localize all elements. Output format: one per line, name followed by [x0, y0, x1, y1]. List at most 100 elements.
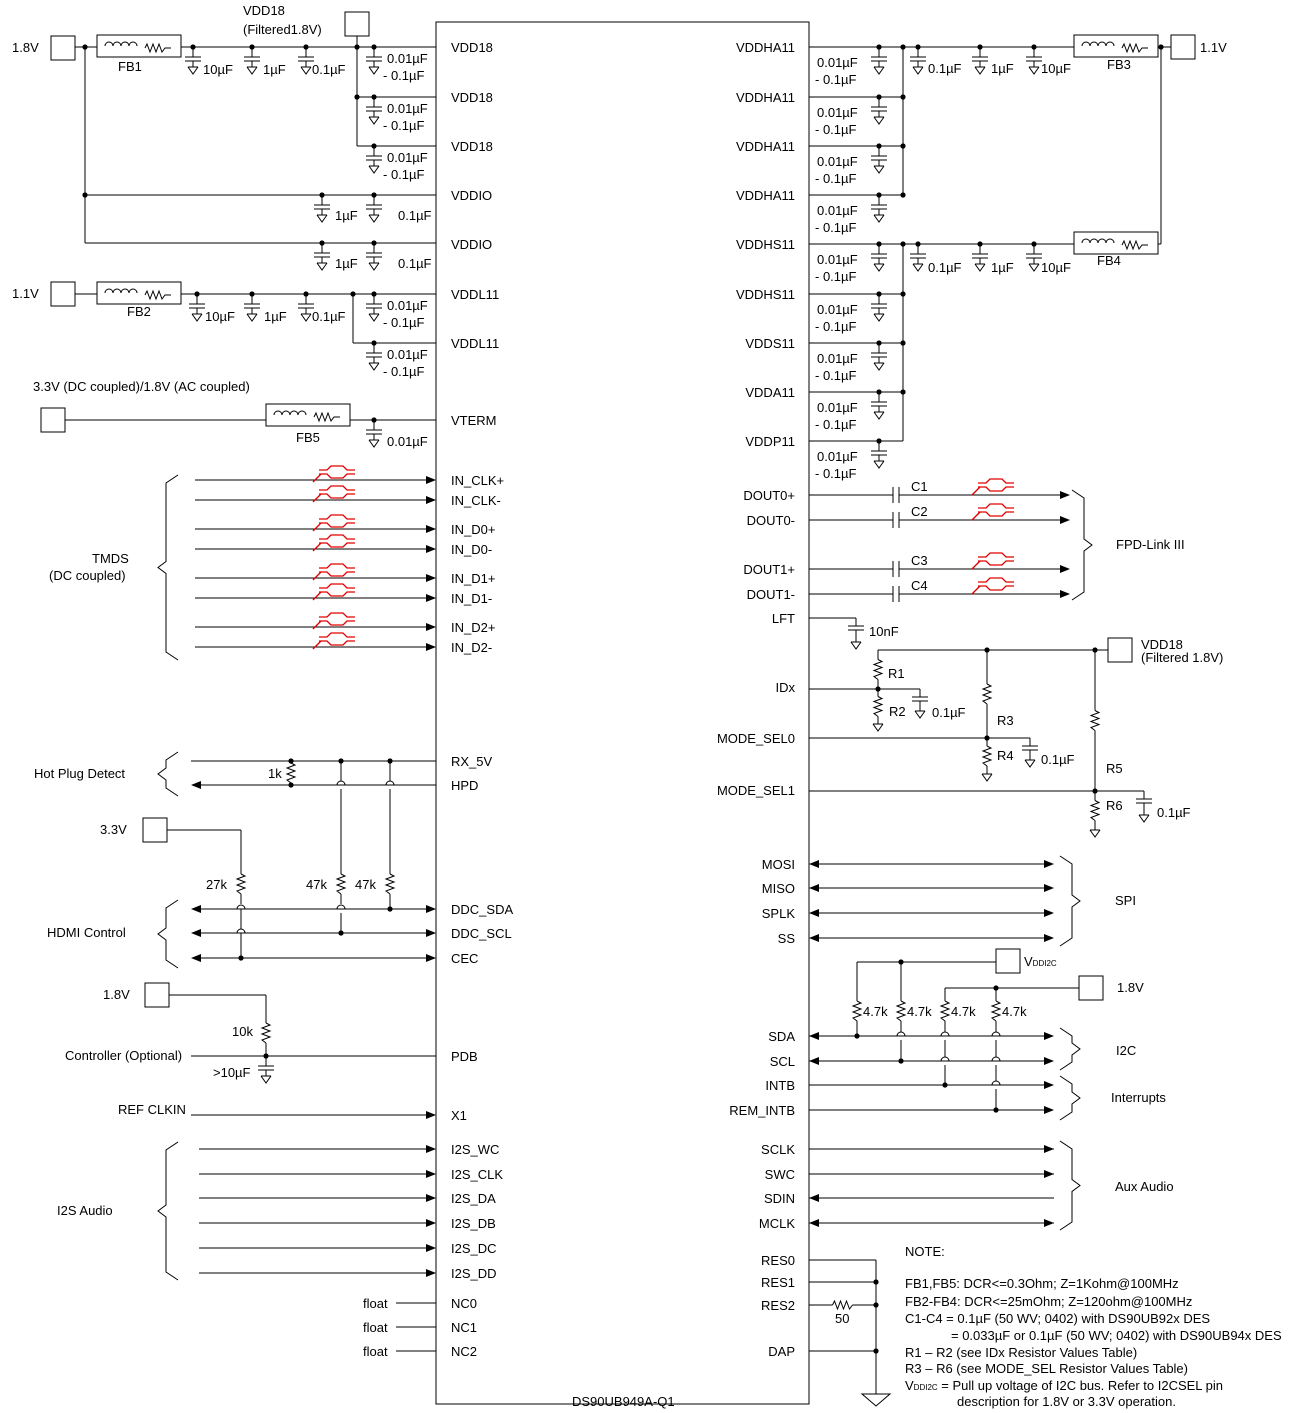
junction-dot [898, 959, 904, 965]
pin-label-res2: RES2 [761, 1298, 795, 1313]
cap-value-label: 1µF [335, 256, 358, 271]
pin-label-idx: IDx [776, 680, 796, 695]
c4-label: C4 [911, 578, 928, 593]
junction-dot [350, 291, 356, 297]
capacitor-symbol [244, 303, 260, 309]
supply-1v1-right-label: 1.1V [1200, 40, 1227, 55]
pin-label-sda: SDA [768, 1029, 795, 1044]
cap-value-label: 0.1µF [928, 61, 962, 76]
ground-symbol [873, 263, 885, 272]
hdmi-control-label: HDMI Control [47, 925, 126, 940]
cap-value-label: 1µF [263, 62, 286, 77]
ferrite-resistance-icon [144, 42, 171, 54]
vdd18-filtered-box [344, 11, 370, 37]
resistor-4k7 [939, 1000, 951, 1022]
wire-crossover [940, 1031, 950, 1037]
resistor-47k-a [335, 873, 347, 895]
arrow-left-icon [809, 860, 819, 868]
vdd18-filtered-right-box [1107, 637, 1133, 663]
pin-label-res1: RES1 [761, 1275, 795, 1290]
arrow-right-icon [426, 1194, 436, 1202]
arrow-right-icon [1044, 860, 1054, 868]
ferrite-fb3 [1073, 34, 1159, 58]
notes-line5: R1 – R2 (see IDx Resistor Values Table) [905, 1345, 1137, 1360]
resistor-r1 [872, 659, 884, 680]
differential-pair-icon [312, 514, 355, 532]
notes-line2: FB2-FB4: DCR<=25mOhm; Z=120ohm@100MHz [905, 1294, 1192, 1309]
r1-label: R1 [888, 666, 905, 681]
pin-label-sdin: SDIN [764, 1191, 795, 1206]
ground-symbol [368, 313, 380, 322]
notes-line7: VDDI2C = Pull up voltage of I2C bus. Ref… [905, 1378, 1223, 1393]
vterm-supply-label: 3.3V (DC coupled)/1.8V (AC coupled) [33, 379, 250, 394]
c1-label: C1 [911, 479, 928, 494]
pin-label-vdd18: VDD18 [451, 40, 493, 55]
arrow-right-icon [1044, 1081, 1054, 1089]
ground-symbol [873, 165, 885, 174]
arrow-left-icon [809, 909, 819, 917]
capacitor-symbol [1026, 253, 1042, 259]
notes-line6: R3 – R6 (see MODE_SEL Resistor Values Ta… [905, 1361, 1188, 1376]
supply-1v8-i2c-box [1078, 975, 1104, 1001]
capacitor-symbol [1136, 798, 1152, 804]
aux-audio-label: Aux Audio [1115, 1179, 1174, 1194]
capacitor-symbol [366, 252, 382, 258]
r47k-b-label: 47k [355, 877, 376, 892]
ground-symbol [974, 263, 986, 272]
ground-symbol [912, 66, 924, 75]
junction-dot [993, 985, 999, 991]
ground-symbol [914, 710, 926, 719]
ground-symbol [872, 723, 884, 732]
junction-dot [900, 94, 906, 100]
ferrite-fb4 [1073, 231, 1159, 255]
ground-symbol [300, 313, 312, 322]
pin-label-pdb: PDB [451, 1049, 478, 1064]
pin-label-rx-5v: RX_5V [451, 754, 493, 769]
cap-value-label: - 0.1µF [815, 269, 857, 284]
cap-value-label: 0.01µF [817, 351, 858, 366]
inductor-coil-icon [1081, 41, 1115, 47]
ground-symbol [300, 66, 312, 75]
cap-value-label: 0.01µF [387, 150, 428, 165]
cap-value-label: - 0.1µF [383, 118, 425, 133]
vddi2c-label: VDDI2C [1024, 954, 1057, 969]
cap-value-label: - 0.1µF [383, 167, 425, 182]
pin-label-intb: INTB [765, 1078, 795, 1093]
capacitor-symbol [1022, 745, 1038, 751]
pin-label-i2s-dc: I2S_DC [451, 1241, 497, 1256]
capacitor-symbol [366, 429, 382, 435]
fb4-label: FB4 [1097, 253, 1121, 268]
ground-symbol [873, 362, 885, 371]
capacitor-symbol [244, 56, 260, 62]
pin-label-mclk: MCLK [759, 1216, 795, 1231]
ground-symbol [187, 66, 199, 75]
pin-label-vdda11: VDDA11 [745, 385, 795, 400]
controller-label: Controller (Optional) [65, 1048, 182, 1063]
fb1-label: FB1 [118, 59, 142, 74]
pin-label-nc1: NC1 [451, 1320, 477, 1335]
r27k-label: 27k [206, 877, 227, 892]
pin-label-rem-intb: REM_INTB [729, 1103, 795, 1118]
arrow-left-icon [191, 929, 201, 937]
arrow-right-icon [426, 1145, 436, 1153]
fb5-label: FB5 [296, 430, 320, 445]
supply-1v8-i2c-label: 1.8V [1117, 980, 1144, 995]
cap-value-label: 1µF [335, 208, 358, 223]
resistor-r4 [981, 745, 993, 767]
pin-label-vddl11: VDDL11 [451, 287, 499, 302]
junction-dot [854, 1033, 860, 1039]
cap-value-label: 10µF [203, 62, 233, 77]
notes-line8: description for 1.8V or 3.3V operation. [957, 1394, 1176, 1409]
resistor-4k7 [990, 1000, 1002, 1022]
pin-label-hpd: HPD [451, 778, 478, 793]
fpd-link-label: FPD-Link III [1116, 537, 1185, 552]
notes-line1: FB1,FB5: DCR<=0.3Ohm; Z=1Kohm@100MHz [905, 1276, 1179, 1291]
pin-label-vddhs11: VDDHS11 [736, 237, 795, 252]
cap-value-label: - 0.1µF [815, 122, 857, 137]
capacitor-symbol [298, 56, 314, 62]
float-label: float [363, 1296, 388, 1311]
wire-crossover [896, 1031, 906, 1037]
arrow-right-icon [1060, 516, 1070, 524]
r1k-label: 1k [268, 766, 282, 781]
